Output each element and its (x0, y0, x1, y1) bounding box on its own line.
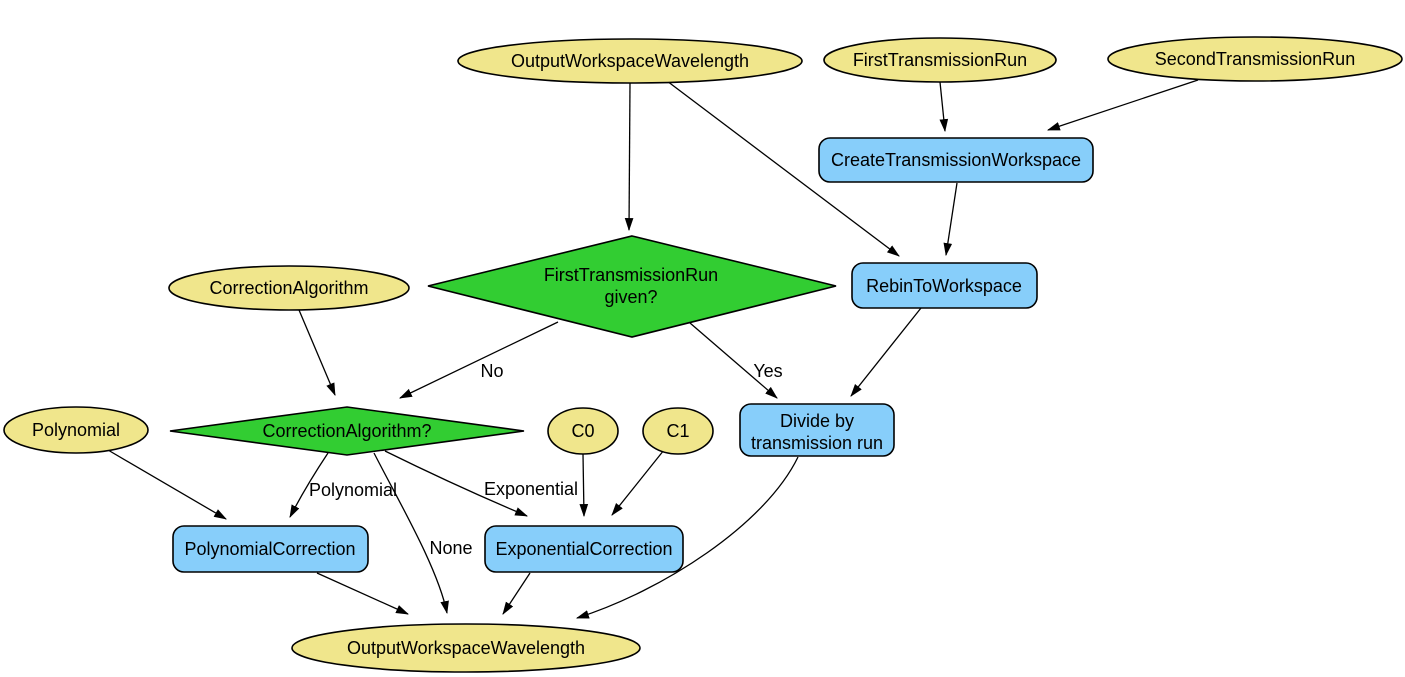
node-c0: C0 (547, 407, 619, 455)
node-label: RebinToWorkspace (866, 276, 1022, 296)
edge-corralg-to-decision2 (298, 309, 336, 396)
edge-decision2-exponential-to-expcorr (384, 450, 528, 517)
node-label: Polynomial (32, 420, 120, 440)
nodes: OutputWorkspaceWavelength FirstTransmiss… (3, 36, 1403, 673)
node-label: ExponentialCorrection (495, 539, 672, 559)
edge-secondrun-to-createtw (1046, 79, 1199, 131)
edge-c1-to-expcorr (611, 449, 665, 516)
edge-decision2-none-to-owsbottom (373, 452, 449, 615)
node-label: PolynomialCorrection (184, 539, 355, 559)
ellipse-shape (1107, 36, 1403, 82)
ellipse-shape (547, 407, 619, 455)
edge-divide-to-owsbottom (575, 456, 799, 619)
node-correction-algorithm: CorrectionAlgorithm (168, 265, 410, 311)
node-label: CorrectionAlgorithm (209, 278, 368, 298)
edge-c0-to-expcorr (579, 453, 589, 518)
edge-label-yes: Yes (753, 361, 782, 381)
node-label-line1: Divide by (780, 411, 854, 431)
ellipse-shape (3, 406, 149, 454)
node-label: CorrectionAlgorithm? (262, 421, 431, 441)
node-label: C1 (666, 421, 689, 441)
node-label: C0 (571, 421, 594, 441)
node-label: FirstTransmissionRun (853, 50, 1027, 70)
edge-decision2-polynomial-to-polycorr (289, 452, 329, 518)
ellipse-shape (457, 38, 803, 84)
node-label: SecondTransmissionRun (1155, 49, 1355, 69)
edge-owstop-to-rebin (666, 80, 900, 257)
diamond-shape (427, 235, 837, 338)
node-label-line2: given? (604, 287, 657, 307)
node-first-transmission-run: FirstTransmissionRun (823, 37, 1057, 83)
node-rebin-to-workspace: RebinToWorkspace (851, 262, 1038, 309)
node-exponential-correction: ExponentialCorrection (484, 525, 684, 573)
rounded-rect-shape (739, 403, 895, 457)
edge-decision1-yes-to-divide (689, 322, 778, 399)
node-divide-by-transmission-run: Divide by transmission run (739, 403, 895, 457)
edge-decision1-no-to-decision2 (399, 321, 559, 399)
node-label: CreateTransmissionWorkspace (831, 150, 1081, 170)
edge-rebin-to-divide (850, 307, 922, 397)
edge-label-none: None (429, 538, 472, 558)
edge-owstop-to-decision1 (624, 82, 634, 232)
node-label-line2: transmission run (751, 433, 883, 453)
edge-label-polynomial: Polynomial (309, 480, 397, 500)
node-create-transmission-workspace: CreateTransmissionWorkspace (818, 137, 1094, 183)
node-output-workspace-wavelength-top: OutputWorkspaceWavelength (457, 38, 803, 84)
edge-label-no: No (480, 361, 503, 381)
node-c1: C1 (642, 407, 714, 455)
node-polynomial: Polynomial (3, 406, 149, 454)
rounded-rect-shape (818, 137, 1094, 183)
edge-labels: No Yes Polynomial Exponential None (309, 361, 783, 558)
rounded-rect-shape (172, 525, 369, 573)
node-first-transmission-run-given-decision: FirstTransmissionRun given? (427, 235, 837, 338)
diamond-shape (169, 406, 525, 456)
ellipse-shape (642, 407, 714, 455)
edge-polycorr-to-owsbottom (316, 572, 409, 615)
node-correction-algorithm-decision: CorrectionAlgorithm? (169, 406, 525, 456)
rounded-rect-shape (851, 262, 1038, 309)
ellipse-shape (168, 265, 410, 311)
edges (107, 79, 1199, 619)
edge-label-exponential: Exponential (484, 479, 578, 499)
node-output-workspace-wavelength-bottom: OutputWorkspaceWavelength (291, 623, 641, 673)
node-label: OutputWorkspaceWavelength (511, 51, 749, 71)
edge-createtw-to-rebin (943, 182, 958, 257)
ellipse-shape (823, 37, 1057, 83)
edge-expcorr-to-owsbottom (502, 572, 531, 615)
edge-firstrun-to-createtw (939, 81, 949, 133)
ellipse-shape (291, 623, 641, 673)
node-polynomial-correction: PolynomialCorrection (172, 525, 369, 573)
node-label-line1: FirstTransmissionRun (544, 265, 718, 285)
node-second-transmission-run: SecondTransmissionRun (1107, 36, 1403, 82)
rounded-rect-shape (484, 525, 684, 573)
edge-polynomial-to-polycorr (107, 449, 227, 520)
node-label: OutputWorkspaceWavelength (347, 638, 585, 658)
